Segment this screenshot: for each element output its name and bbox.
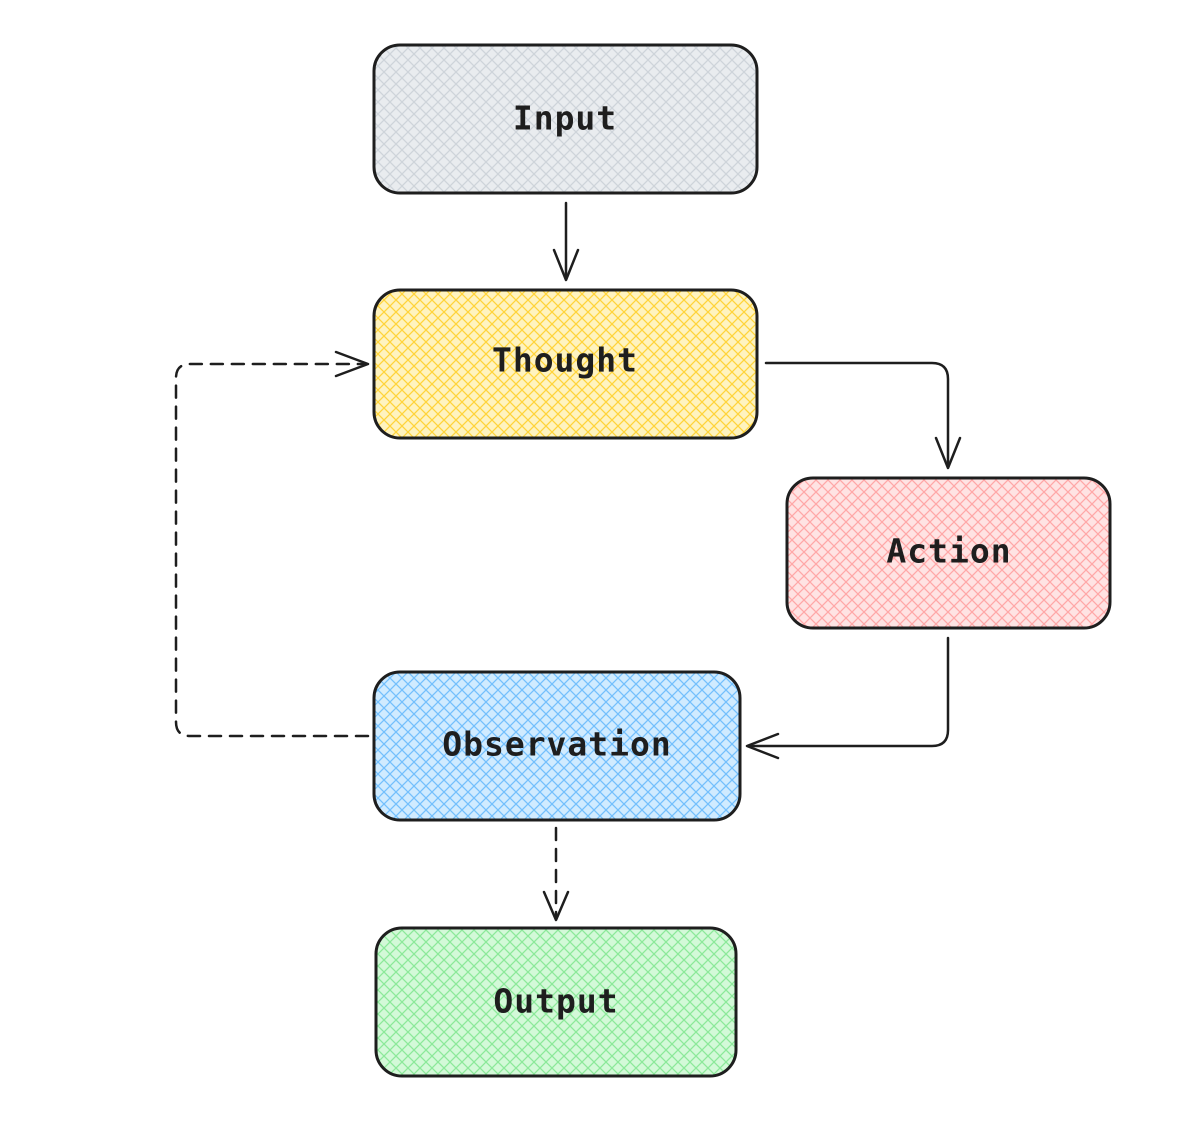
nodes: Input Thought Action Observation Output <box>372 43 1112 1078</box>
node-action-label: Action <box>886 532 1011 571</box>
node-output-label: Output <box>493 982 618 1021</box>
edge-input-to-thought <box>552 201 580 282</box>
node-thought[interactable]: Thought <box>372 288 759 440</box>
edge-thought-to-action <box>764 361 962 470</box>
node-output[interactable]: Output <box>374 926 738 1078</box>
edges <box>174 201 962 922</box>
node-input[interactable]: Input <box>372 43 759 195</box>
node-input-label: Input <box>513 99 617 138</box>
edge-action-to-observation <box>745 636 950 760</box>
node-thought-label: Thought <box>492 341 638 380</box>
edge-observation-to-thought <box>174 350 370 738</box>
node-action[interactable]: Action <box>785 476 1112 630</box>
edge-observation-to-output <box>542 826 570 922</box>
node-observation-label: Observation <box>442 725 672 764</box>
node-observation[interactable]: Observation <box>372 670 742 822</box>
